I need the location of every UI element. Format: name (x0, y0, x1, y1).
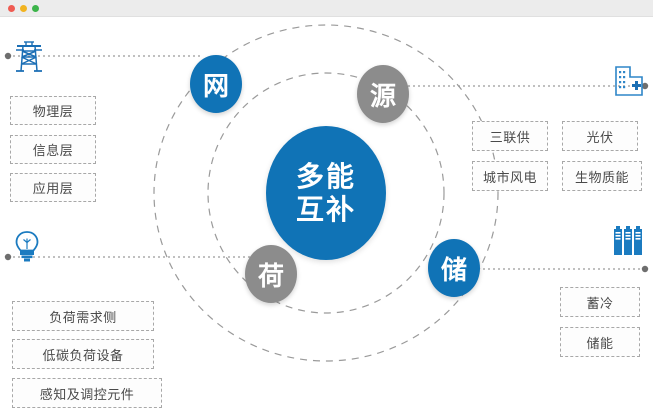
box-information-layer[interactable]: 信息层 (10, 135, 96, 164)
box-low-carbon-load-equipment[interactable]: 低碳负荷设备 (12, 339, 154, 369)
center-label-line1: 多能 (295, 160, 356, 192)
outer-ring (153, 24, 499, 362)
node-source[interactable]: 源 (357, 65, 409, 123)
connector-storage-endcap (641, 265, 649, 273)
center-node-multi-energy[interactable]: 多能 互补 (266, 126, 386, 260)
connector-load-endcap (4, 253, 12, 261)
node-load-label: 荷 (257, 260, 284, 291)
node-source-label: 源 (369, 80, 396, 111)
box-sensing-control-element[interactable]: 感知及调控元件 (12, 378, 162, 408)
box-photovoltaic[interactable]: 光伏 (562, 121, 638, 151)
box-physical-layer[interactable]: 物理层 (10, 96, 96, 125)
close-button[interactable] (8, 5, 15, 12)
box-trigeneration[interactable]: 三联供 (472, 121, 548, 151)
window-titlebar (0, 0, 653, 17)
diagram-connectors (4, 24, 649, 362)
box-load-demand-side[interactable]: 负荷需求侧 (12, 301, 154, 331)
box-energy-storage[interactable]: 储能 (560, 327, 640, 357)
connector-source-endcap (641, 82, 649, 90)
center-label-line2: 互补 (295, 194, 356, 225)
node-load[interactable]: 荷 (245, 245, 297, 303)
building-icon (614, 65, 644, 102)
box-urban-wind-power[interactable]: 城市风电 (472, 161, 548, 191)
node-grid[interactable]: 网 (190, 55, 242, 113)
box-cold-storage[interactable]: 蓄冷 (560, 287, 640, 317)
diagram-canvas: 多能 互补 网 源 荷 储 物理层 信息层 应用层 负荷需求侧 低碳负荷设备 感… (0, 17, 653, 414)
box-biomass-energy[interactable]: 生物质能 (562, 161, 642, 191)
battery-bank-icon (613, 225, 645, 264)
inner-ring (207, 72, 445, 314)
power-tower-icon (12, 37, 46, 80)
maximize-button[interactable] (32, 5, 39, 12)
node-storage[interactable]: 储 (428, 239, 480, 297)
lightbulb-icon (12, 229, 42, 268)
minimize-button[interactable] (20, 5, 27, 12)
node-grid-label: 网 (202, 70, 229, 101)
connector-grid-endcap (4, 52, 12, 60)
node-storage-label: 储 (440, 254, 467, 285)
box-application-layer[interactable]: 应用层 (10, 173, 96, 202)
